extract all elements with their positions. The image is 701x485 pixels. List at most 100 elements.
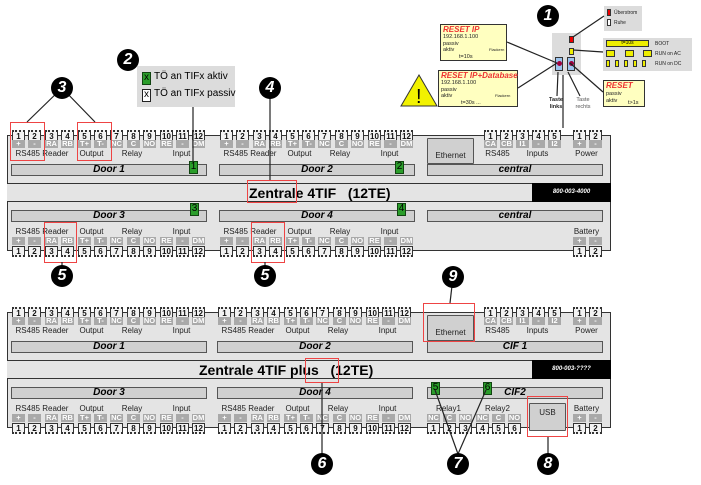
terminal[interactable]: 2 xyxy=(234,423,247,434)
terminal[interactable]: 3 xyxy=(251,423,264,434)
terminal[interactable]: 11 xyxy=(176,423,189,434)
terminal[interactable]: 4 xyxy=(61,423,74,434)
usb-port[interactable]: USB xyxy=(529,403,566,431)
pin-label: NO xyxy=(351,237,364,245)
terminal[interactable]: 2 xyxy=(589,423,602,434)
terminal[interactable]: 8 xyxy=(333,423,346,434)
status-legend: t=10s BOOT RUN on AC RUN on DC xyxy=(603,38,692,71)
terminal[interactable]: 10 xyxy=(160,423,173,434)
pin-label: T+ xyxy=(78,414,91,422)
terminal[interactable]: 7 xyxy=(110,246,123,257)
terminal[interactable]: 10 xyxy=(368,246,381,257)
reset-ip-note: RESET IP 192.168.1.100 passiv aktiv t=10… xyxy=(440,24,507,61)
pin-label: + xyxy=(218,317,231,325)
pin-label: T- xyxy=(94,317,107,325)
terminal[interactable]: 1 xyxy=(12,423,25,434)
terminal[interactable]: 3 xyxy=(459,423,472,434)
terminal[interactable]: 9 xyxy=(349,423,362,434)
idle-label: Ruhe xyxy=(614,20,626,26)
callout-6: 6 xyxy=(311,453,333,475)
terminal[interactable]: 1 xyxy=(573,423,586,434)
callout-9: 9 xyxy=(442,266,464,288)
terminal[interactable]: 3 xyxy=(45,423,58,434)
terminal[interactable]: 2 xyxy=(589,246,602,257)
terminal[interactable]: 7 xyxy=(110,423,123,434)
terminal[interactable]: 6 xyxy=(302,246,315,257)
terminal[interactable]: 2 xyxy=(443,423,456,434)
terminal[interactable]: 5 xyxy=(284,423,297,434)
pin-label: T- xyxy=(300,317,313,325)
terminal[interactable]: 1 xyxy=(573,246,586,257)
pin-label: I1 xyxy=(516,317,529,325)
terminal[interactable]: 11 xyxy=(384,246,397,257)
terminal[interactable]: 4 xyxy=(61,246,74,257)
button-right[interactable] xyxy=(567,57,575,71)
group-label: Relay xyxy=(329,227,351,236)
terminal[interactable]: 6 xyxy=(94,423,107,434)
terminal[interactable]: 5 xyxy=(78,246,91,257)
terminal[interactable]: 1 xyxy=(12,246,25,257)
central-bar: CIF 1 xyxy=(427,341,603,353)
reset-ip-db-address: 192.168.1.100 xyxy=(441,80,477,86)
terminal[interactable]: 8 xyxy=(127,246,140,257)
active-marker-icon: x xyxy=(142,72,151,85)
terminal[interactable]: 6 xyxy=(508,423,521,434)
run-dc-blink-icon xyxy=(633,60,637,67)
pin-label: NC xyxy=(316,414,329,422)
terminal[interactable]: 4 xyxy=(267,423,280,434)
terminal[interactable]: 12 xyxy=(400,246,413,257)
terminal[interactable]: 4 xyxy=(476,423,489,434)
run-ac-blink-icon xyxy=(643,50,652,57)
reset-ip-active: aktiv xyxy=(443,47,455,53)
terminal[interactable]: 10 xyxy=(366,423,379,434)
terminal[interactable]: 2 xyxy=(28,246,41,257)
terminal[interactable]: 12 xyxy=(398,423,411,434)
pin-label: + xyxy=(573,414,586,422)
ethernet-port[interactable]: Ethernet xyxy=(427,315,474,341)
group-label: Power xyxy=(575,149,598,158)
terminal[interactable]: 12 xyxy=(192,423,205,434)
terminal[interactable]: 12 xyxy=(192,246,205,257)
to-marker: 3 xyxy=(190,203,199,216)
reset-ip-address: 192.168.1.100 xyxy=(443,34,479,40)
terminal[interactable]: 2 xyxy=(28,423,41,434)
terminal[interactable]: 9 xyxy=(143,246,156,257)
terminal[interactable]: 5 xyxy=(492,423,505,434)
terminal[interactable]: 7 xyxy=(316,423,329,434)
terminal[interactable]: 1 xyxy=(427,423,440,434)
article-number: 800-003-4000 xyxy=(532,183,611,202)
reset-ip-db-title: RESET IP+Database xyxy=(441,71,518,80)
pin-label: - xyxy=(532,317,545,325)
terminal[interactable]: 5 xyxy=(78,423,91,434)
terminal[interactable]: 7 xyxy=(318,246,331,257)
terminal[interactable]: 1 xyxy=(218,423,231,434)
terminal[interactable]: 6 xyxy=(300,423,313,434)
terminal[interactable]: 8 xyxy=(335,246,348,257)
button-left[interactable] xyxy=(555,57,563,71)
ethernet-port[interactable]: Ethernet xyxy=(427,138,474,164)
pin-label: + xyxy=(573,237,586,245)
terminal[interactable]: 10 xyxy=(160,246,173,257)
terminal[interactable]: 3 xyxy=(253,246,266,257)
group-label: Input xyxy=(380,227,399,236)
group-label: Input xyxy=(172,227,191,236)
highlight-box xyxy=(251,222,285,263)
group-label: Input xyxy=(172,149,191,158)
terminal[interactable]: 11 xyxy=(382,423,395,434)
terminal[interactable]: 3 xyxy=(45,246,58,257)
terminal[interactable]: 9 xyxy=(351,246,364,257)
pin-label: T- xyxy=(302,237,315,245)
terminal[interactable]: 4 xyxy=(269,246,282,257)
active-label: TÖ an TIFx aktiv xyxy=(154,71,228,82)
callout-4: 4 xyxy=(259,77,281,99)
terminal[interactable]: 9 xyxy=(143,423,156,434)
pin-label: - xyxy=(589,317,602,325)
terminal[interactable]: 11 xyxy=(176,246,189,257)
terminal[interactable]: 1 xyxy=(220,246,233,257)
terminal[interactable]: 6 xyxy=(94,246,107,257)
terminal[interactable]: 2 xyxy=(236,246,249,257)
group-label: Output xyxy=(285,326,310,335)
terminal[interactable]: 5 xyxy=(286,246,299,257)
terminal[interactable]: 8 xyxy=(127,423,140,434)
group-label: Relay xyxy=(327,404,349,413)
